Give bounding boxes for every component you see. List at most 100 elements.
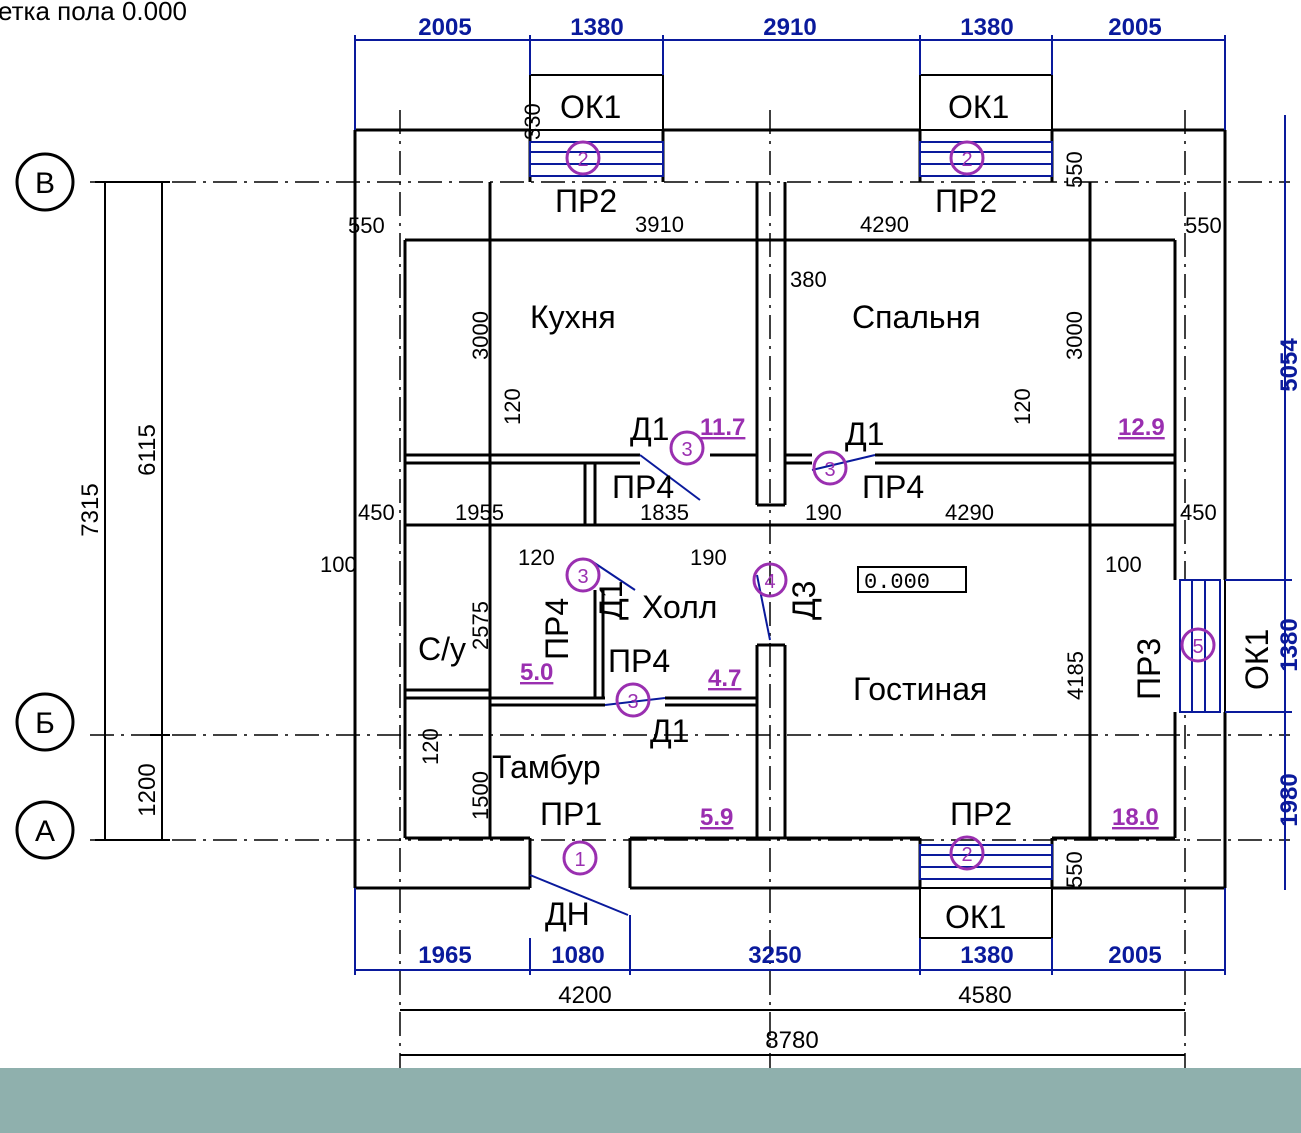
dim-top-4: 2005 xyxy=(1108,14,1161,41)
room-name-living: Гостиная xyxy=(853,671,987,707)
dimension-lines xyxy=(354,35,1292,975)
floor-level-mark: 0.000 xyxy=(864,570,930,595)
door-label-living: Д3 xyxy=(786,581,822,620)
tag-number-bath-door: 3 xyxy=(577,566,588,588)
window-label-top-left: ОК1 xyxy=(560,89,621,125)
axis-bubble-row-b xyxy=(15,692,75,752)
tag-number-kitchen-door: 3 xyxy=(681,439,692,461)
dim-wall-550-bottom: 550 xyxy=(1062,851,1087,888)
dim-bottom-1: 1080 xyxy=(551,942,604,969)
dim-wall-120-bedroom: 120 xyxy=(1010,388,1035,425)
dim-room-3000-left: 3000 xyxy=(468,311,493,360)
tag-number-window-top-left: 2 xyxy=(577,149,588,171)
dim-wall-120-hall: 120 xyxy=(518,545,555,570)
footer-bar xyxy=(0,1068,1301,1133)
axis-label-row-a: А xyxy=(35,815,55,848)
dim-room-1500: 1500 xyxy=(468,771,493,820)
window-label-top-right: ОК1 xyxy=(948,89,1009,125)
tag-number-window-bottom: 2 xyxy=(961,844,972,866)
dim-bottom-3: 1380 xyxy=(960,942,1013,969)
dim-wall-100-right: 100 xyxy=(1105,552,1142,577)
dim-bottom-0: 1965 xyxy=(418,942,471,969)
dim-room-3000-right: 3000 xyxy=(1062,311,1087,360)
tag-number-bedroom-door: 3 xyxy=(824,459,835,481)
floor-mark-caption: етка пола 0.000 xyxy=(0,0,188,26)
room-area-hall: 4.7 xyxy=(708,665,741,692)
tag-circles xyxy=(562,140,1216,876)
dim-right-bottom: 1980 xyxy=(1276,773,1301,826)
axis-bubble-row-v xyxy=(15,152,75,212)
dim-wall-450-left: 450 xyxy=(358,500,395,525)
dim-top-1: 1380 xyxy=(570,14,623,41)
dim-wall-550-left: 550 xyxy=(348,213,385,238)
dim-top-3: 1380 xyxy=(960,14,1013,41)
door-label-kitchen: Д1 xyxy=(630,411,669,447)
dim-wall-120-vestibule: 120 xyxy=(418,728,443,765)
room-name-hall: Холл xyxy=(642,589,717,625)
door-label-bedroom: Д1 xyxy=(845,416,884,452)
room-area-kitchen: 11.7 xyxy=(700,414,745,441)
dim-wall-120-kitchen: 120 xyxy=(500,388,525,425)
dim-room-1955: 1955 xyxy=(455,500,504,525)
dim-wall-190-hall: 190 xyxy=(690,545,727,570)
dim-top-2: 2910 xyxy=(763,14,816,41)
dim-bottom-2: 3250 xyxy=(748,942,801,969)
tag-number-living-door: 4 xyxy=(764,571,775,593)
window-units xyxy=(529,141,1221,880)
dim-room-4290-bottom: 4290 xyxy=(945,500,994,525)
lintel-label-hall: ПР4 xyxy=(608,643,670,679)
dim-axis-1-2: 4200 xyxy=(558,982,611,1009)
window-label-right: ОК1 xyxy=(1239,629,1275,690)
dim-wall-330: 330 xyxy=(520,103,545,140)
room-name-bath: С/у xyxy=(418,631,466,667)
dim-right-top: 5054 xyxy=(1276,338,1301,392)
tag-number-window-top-right: 2 xyxy=(961,149,972,171)
dim-bottom-4: 2005 xyxy=(1108,942,1161,969)
lintel-label-bedroom: ПР4 xyxy=(862,469,924,505)
door-label-bath: Д1 xyxy=(593,581,629,620)
room-area-living: 18.0 xyxy=(1112,804,1159,831)
dim-room-4185: 4185 xyxy=(1063,651,1088,700)
dim-right-window: 1380 xyxy=(1276,618,1301,671)
axis-bubble-row-a xyxy=(15,800,75,860)
lintel-label-top-right: ПР2 xyxy=(935,183,997,219)
dim-wall-550-right: 550 xyxy=(1185,213,1222,238)
dim-left-total: 7315 xyxy=(77,483,104,536)
dim-wall-190-corridor: 190 xyxy=(805,500,842,525)
walls xyxy=(353,128,1227,890)
room-area-vestibule: 5.9 xyxy=(700,804,733,831)
room-name-vestibule: Тамбур xyxy=(492,749,601,785)
dim-left-v-b: 6115 xyxy=(134,424,161,476)
room-area-bedroom: 12.9 xyxy=(1118,414,1165,441)
lintel-label-front: ПР1 xyxy=(540,796,602,832)
door-label-vestibule: Д1 xyxy=(650,713,689,749)
tag-number-window-right: 5 xyxy=(1192,636,1203,658)
window-label-bottom: ОК1 xyxy=(945,899,1006,935)
dim-axis-2-3: 4580 xyxy=(958,982,1011,1009)
lintel-label-top-left: ПР2 xyxy=(555,183,617,219)
dim-room-2575: 2575 xyxy=(468,601,493,650)
dim-axis-total: 8780 xyxy=(765,1027,818,1054)
axis-label-row-v: В xyxy=(35,167,55,200)
dim-room-3910: 3910 xyxy=(635,212,684,237)
dim-wall-100-left: 100 xyxy=(320,552,357,577)
axis-label-row-b: Б xyxy=(35,707,55,740)
dim-wall-550-top: 550 xyxy=(1062,151,1087,188)
dim-room-1835: 1835 xyxy=(640,500,689,525)
lintel-label-bottom: ПР2 xyxy=(950,796,1012,832)
dim-left-b-a: 1200 xyxy=(134,763,161,816)
tag-number-front-door: 1 xyxy=(574,849,585,871)
room-name-bedroom: Спальня xyxy=(852,299,981,335)
room-area-bath: 5.0 xyxy=(520,659,553,686)
dim-top-0: 2005 xyxy=(418,14,471,41)
lintel-label-bath: ПР4 xyxy=(539,598,575,660)
dim-wall-450-right: 450 xyxy=(1180,500,1217,525)
lintel-label-right: ПР3 xyxy=(1131,638,1167,700)
door-label-main: ДН xyxy=(545,896,590,932)
dim-room-4290-top: 4290 xyxy=(860,212,909,237)
tag-number-vestibule-door: 3 xyxy=(627,691,638,713)
room-name-kitchen: Кухня xyxy=(530,299,616,335)
lintel-label-kitchen: ПР4 xyxy=(612,469,674,505)
axis-dimension-lines xyxy=(95,181,1185,1056)
